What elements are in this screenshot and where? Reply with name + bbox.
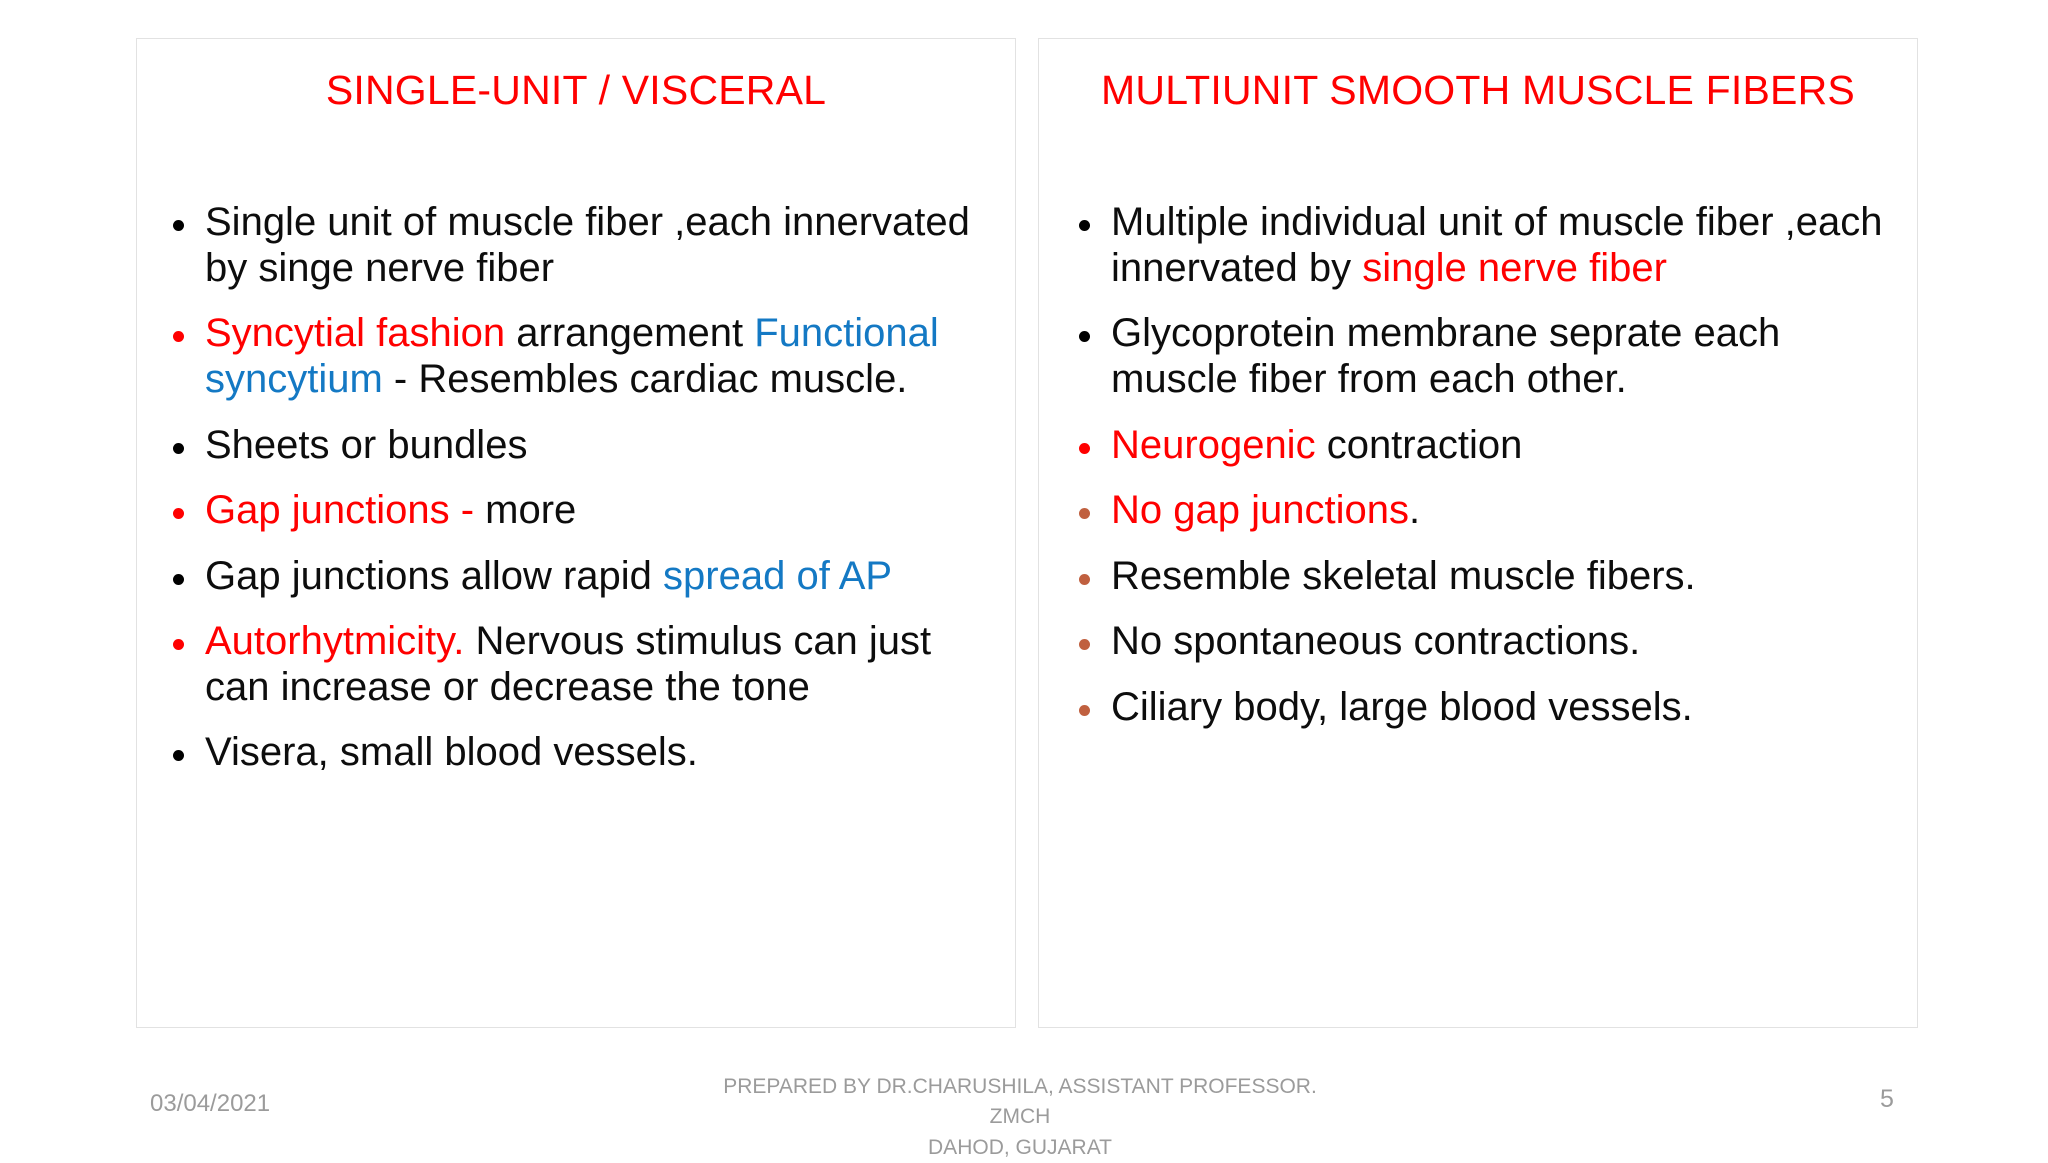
bullet-text-segment: Sheets or bundles [205, 422, 528, 467]
bullet-dot-icon [173, 220, 184, 232]
bullet-item: No gap junctions. [1061, 488, 1889, 534]
bullet-item: Single unit of muscle fiber ,each innerv… [155, 200, 1005, 291]
bullet-dot-icon [1079, 442, 1090, 454]
bullet-item: Ciliary body, large blood vessels. [1061, 685, 1889, 731]
bullet-text-segment: Autorhytmicity. [205, 619, 465, 664]
bullet-text-segment: Gap junctions allow rapid [205, 553, 664, 598]
panel-single-unit-visceral: SINGLE-UNIT / VISCERAL Single unit of mu… [136, 38, 1016, 1028]
bullet-text-segment: Visera, small blood vessels. [205, 730, 698, 775]
footer-date: 03/04/2021 [150, 1090, 271, 1117]
bullet-text-segment: arrangement [505, 311, 755, 356]
bullet-text-segment: Single unit of muscle fiber ,each innerv… [205, 200, 970, 290]
footer-page-number: 5 [1880, 1085, 1894, 1113]
bullet-text-segment: Nervous stimulus can just can increase o… [205, 619, 932, 709]
bullet-text-segment: . [1408, 488, 1421, 533]
bullet-dot-icon [1079, 573, 1090, 585]
bullet-item: No spontaneous contractions. [1061, 619, 1889, 665]
bullet-text-segment: No spontaneous contractions. [1111, 619, 1641, 664]
footer-attribution-line-1: PREPARED BY DR.CHARUSHILA, ASSISTANT PRO… [723, 1075, 1317, 1129]
bullet-text-segment: spread of AP [663, 553, 893, 598]
bullet-dot-icon [173, 639, 184, 651]
bullet-list-right: Multiple individual unit of muscle fiber… [1039, 200, 1917, 730]
bullet-dot-icon [173, 331, 184, 343]
bullet-list-left: Single unit of muscle fiber ,each innerv… [137, 200, 1015, 776]
bullet-item: Resemble skeletal muscle fibers. [1061, 554, 1889, 600]
bullet-dot-icon [1079, 704, 1090, 716]
bullet-text-segment: Glycoprotein membrane seprate each muscl… [1111, 311, 1781, 401]
bullet-text-segment: single nerve fiber [1362, 245, 1667, 290]
bullet-text-segment: Multiple individual unit of muscle fiber… [1111, 200, 1883, 290]
bullet-dot-icon [1079, 220, 1090, 232]
bullet-text-segment: Functional syncytium [205, 311, 939, 401]
bullet-item: Gap junctions - more [155, 488, 1005, 534]
panel-title-left: SINGLE-UNIT / VISCERAL [325, 67, 827, 113]
bullet-item: Visera, small blood vessels. [155, 730, 1005, 776]
bullet-dot-icon [173, 750, 184, 762]
bullet-item: Syncytial fashion arrangement Functional… [155, 311, 1005, 402]
bullet-dot-icon [1079, 508, 1090, 520]
panel-title-right: MULTIUNIT SMOOTH MUSCLE FIBERS [1101, 67, 1855, 113]
bullet-text-segment: No gap junctions [1111, 488, 1409, 533]
bullet-item: Sheets or bundles [155, 423, 1005, 469]
panel-multiunit-smooth-muscle: MULTIUNIT SMOOTH MUSCLE FIBERS Multiple … [1038, 38, 1918, 1028]
comparison-columns: SINGLE-UNIT / VISCERAL Single unit of mu… [136, 38, 1918, 1028]
bullet-text-segment: Neurogenic [1111, 422, 1316, 467]
bullet-item: Glycoprotein membrane seprate each muscl… [1061, 311, 1889, 402]
bullet-text-segment: contraction [1315, 422, 1523, 467]
bullet-item: Multiple individual unit of muscle fiber… [1061, 200, 1889, 291]
bullet-text-segment: Resemble skeletal muscle fibers. [1111, 553, 1696, 598]
bullet-dot-icon [173, 442, 184, 454]
bullet-dot-icon [1079, 331, 1090, 343]
bullet-text-segment: more [474, 488, 577, 533]
bullet-dot-icon [173, 508, 184, 520]
footer-attribution: PREPARED BY DR.CHARUSHILA, ASSISTANT PRO… [690, 1072, 1350, 1163]
bullet-text-segment: Gap junctions - [205, 488, 475, 533]
bullet-item: Gap junctions allow rapid spread of AP [155, 554, 1005, 600]
bullet-dot-icon [173, 573, 184, 585]
bullet-text-segment: - Resembles cardiac muscle. [382, 356, 908, 401]
bullet-item: Neurogenic contraction [1061, 423, 1889, 469]
bullet-dot-icon [1079, 639, 1090, 651]
bullet-text-segment: Ciliary body, large blood vessels. [1111, 684, 1693, 729]
bullet-item: Autorhytmicity. Nervous stimulus can jus… [155, 619, 1005, 710]
footer-attribution-line-2: DAHOD, GUJARAT [928, 1135, 1112, 1159]
bullet-text-segment: Syncytial fashion [205, 311, 506, 356]
